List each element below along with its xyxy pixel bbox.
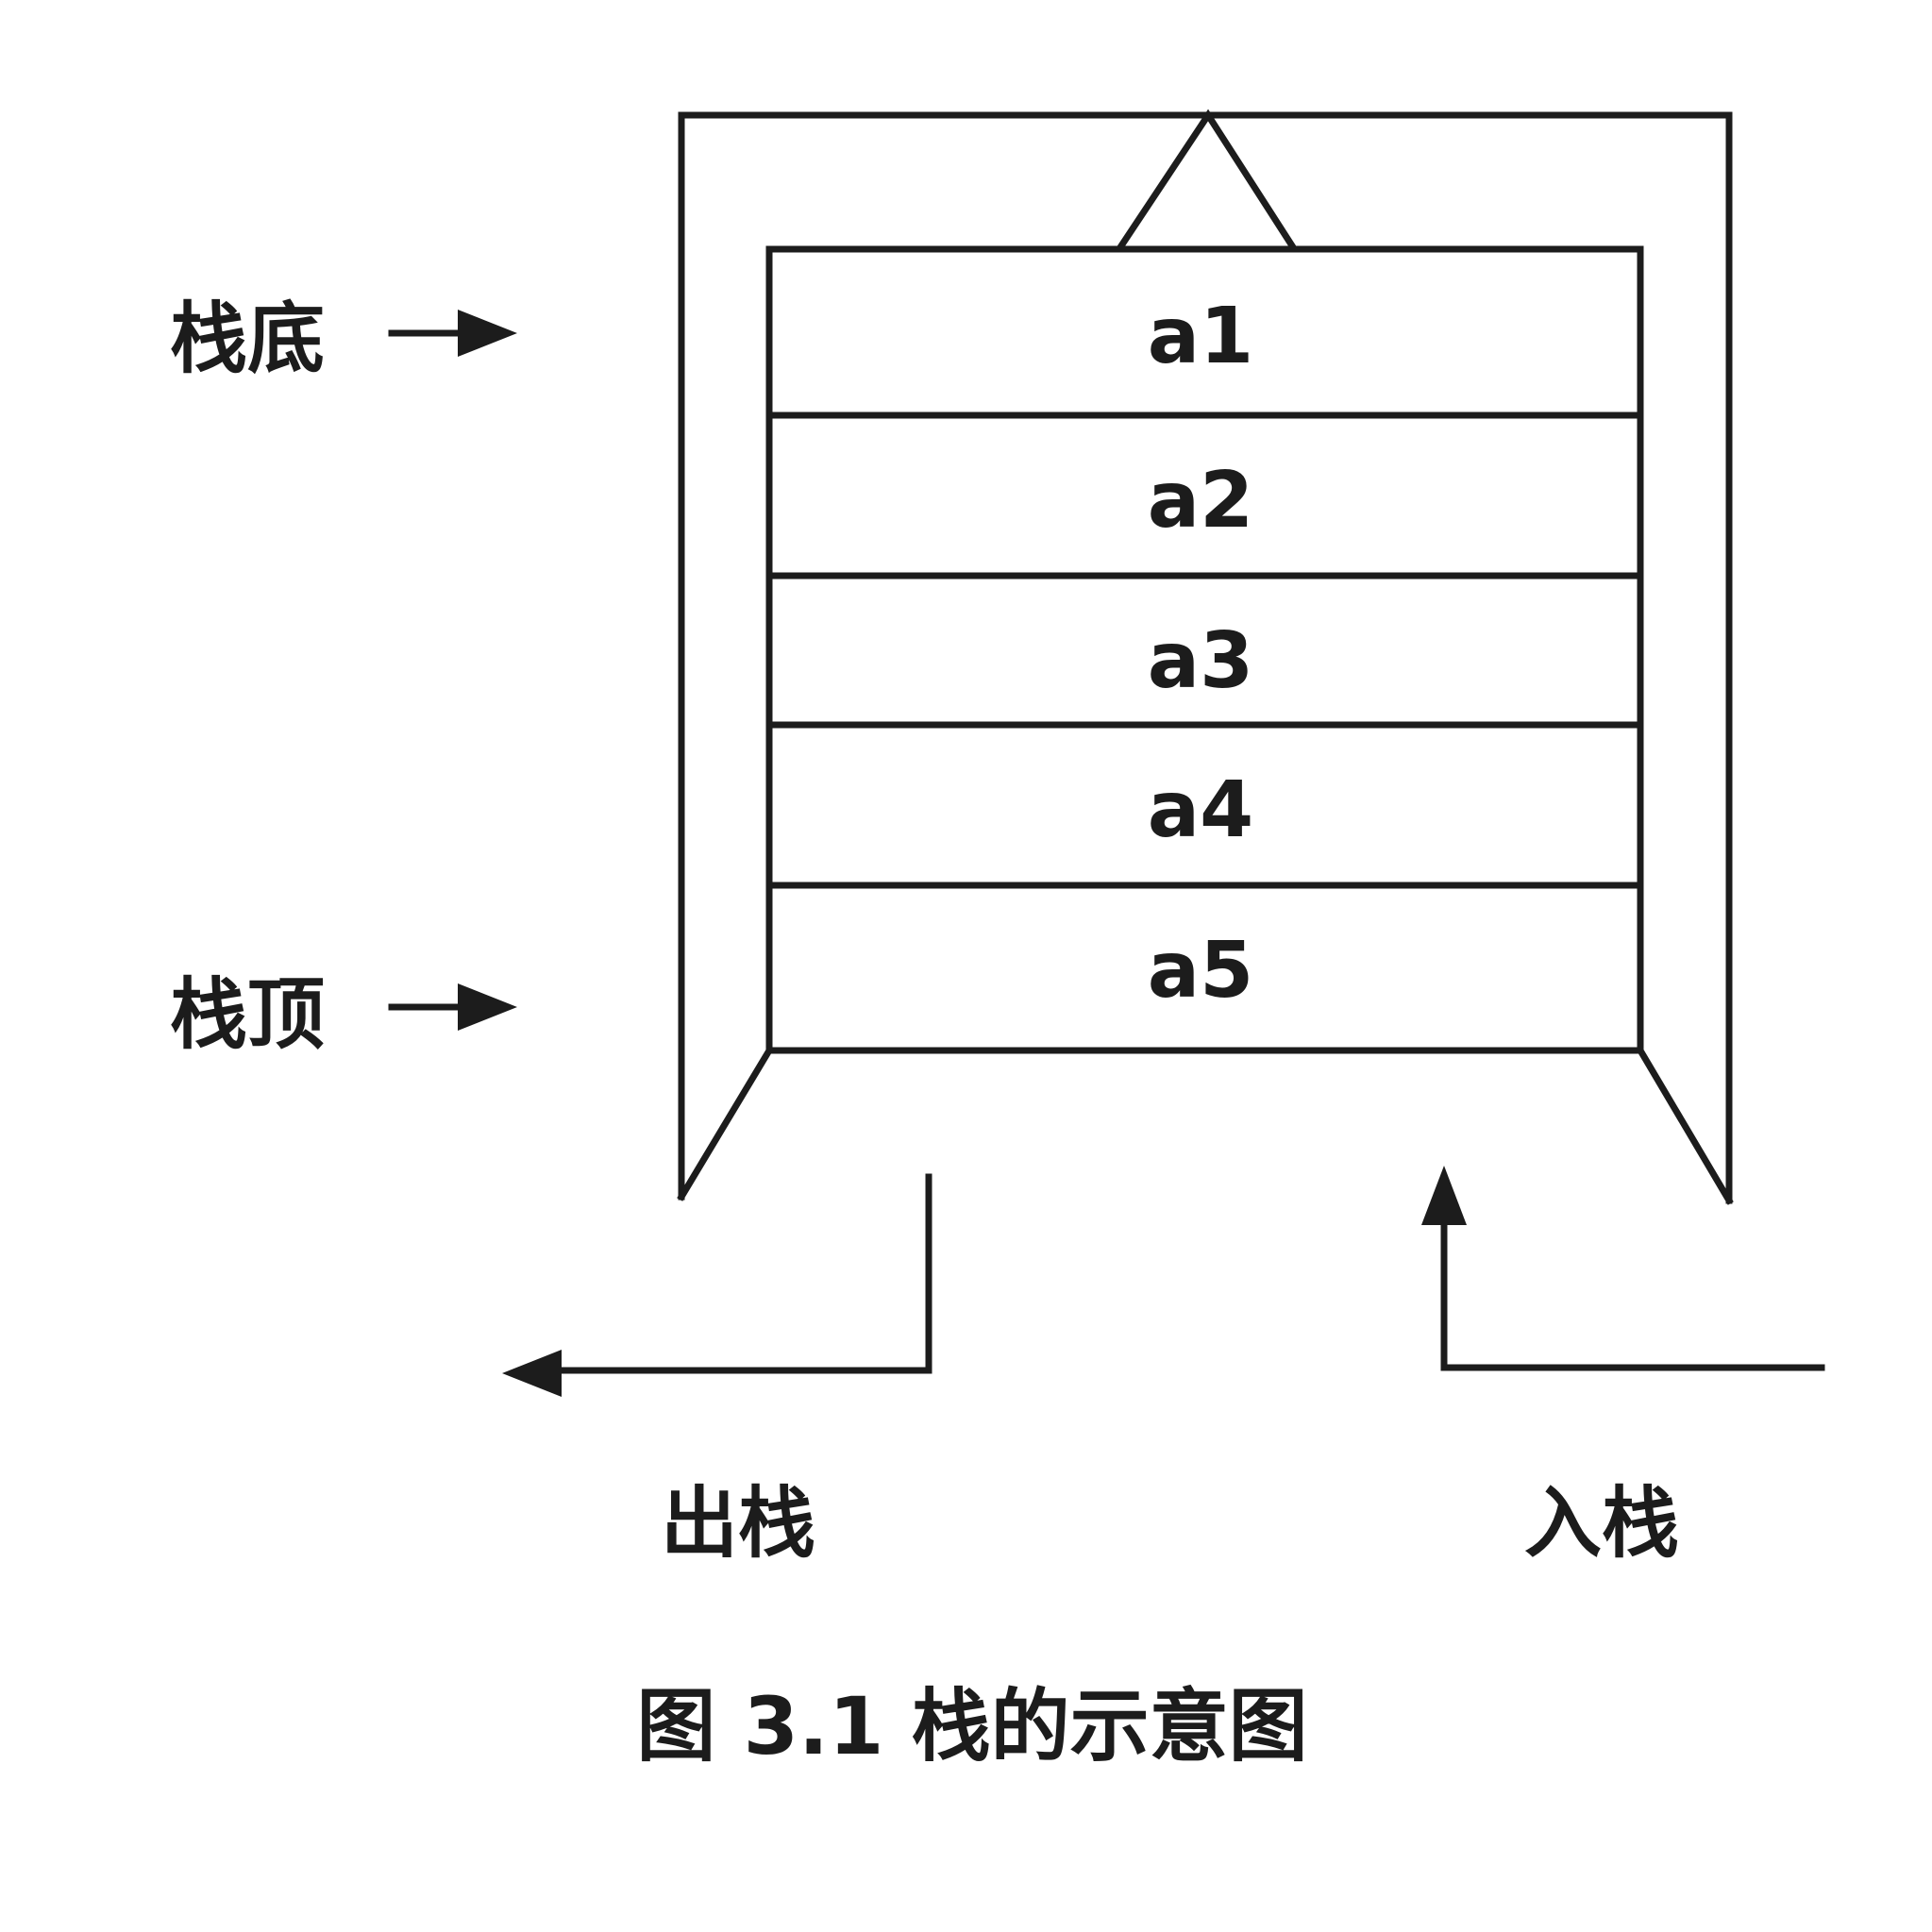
stack-top-label: 栈顶 bbox=[170, 970, 325, 1060]
pop-arrow-path bbox=[553, 1173, 932, 1374]
stack-box bbox=[765, 245, 1644, 1054]
stack-top-arrow-icon bbox=[458, 983, 517, 1031]
push-arrow-icon bbox=[1421, 1166, 1467, 1225]
bevel-right bbox=[1636, 1046, 1734, 1205]
figure-caption: 图 3.1 栈的示意图 bbox=[636, 1680, 1307, 1772]
stack-bottom-label: 栈底 bbox=[170, 294, 325, 384]
pop-label: 出栈 bbox=[661, 1479, 815, 1569]
stack-element-a3: a3 bbox=[1148, 616, 1253, 706]
stack-element-a4: a4 bbox=[1148, 765, 1253, 855]
stack-bottom-arrow-icon bbox=[458, 310, 517, 357]
push-label: 入栈 bbox=[1524, 1479, 1679, 1569]
stack-element-a1: a1 bbox=[1148, 292, 1253, 381]
bevel-left bbox=[677, 1046, 774, 1201]
stack-element-a5: a5 bbox=[1148, 926, 1253, 1016]
stack-element-a2: a2 bbox=[1148, 456, 1253, 546]
pop-arrow-icon bbox=[502, 1350, 562, 1397]
push-arrow-path bbox=[1440, 1214, 1825, 1371]
top-peak bbox=[1116, 109, 1298, 252]
